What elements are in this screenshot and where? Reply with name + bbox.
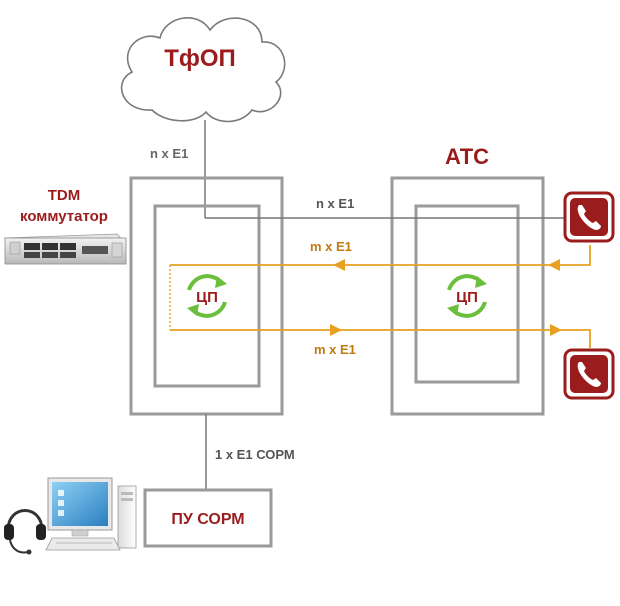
link-mid-label: m x E1 — [310, 239, 352, 254]
computer-icon — [45, 477, 137, 551]
sorm-box-label: ПУ СОРМ — [171, 511, 244, 528]
cycle-arrows-icon — [445, 274, 489, 318]
phone-icon — [563, 348, 615, 400]
cp-left-label: ЦП — [196, 289, 218, 306]
sorm-link-label: 1 x E1 СОРМ — [215, 447, 295, 462]
pstn-cloud — [120, 17, 286, 123]
cp-right-label: ЦП — [456, 289, 478, 306]
link-top-label: n x E1 — [316, 196, 354, 211]
phone-icon — [563, 191, 615, 243]
tdm-inner-box — [153, 204, 261, 388]
ats-title: АТС — [445, 144, 489, 169]
ats-inner-box — [414, 204, 520, 384]
tdm-label-line2: коммутатор — [20, 208, 108, 225]
headset-icon — [4, 509, 46, 555]
ats-outer-box — [390, 176, 545, 416]
pstn-link-label: n x E1 — [150, 146, 188, 161]
sorm-box — [143, 488, 273, 548]
cloud-label: ТфОП — [164, 45, 236, 72]
cycle-arrows-icon — [185, 274, 229, 318]
link-mid-line — [170, 245, 591, 266]
rack-switch-icon — [4, 233, 127, 265]
link-bot-label: m x E1 — [314, 342, 356, 357]
tdm-label-line1: TDM — [48, 187, 81, 204]
link-bot-line — [170, 329, 591, 348]
